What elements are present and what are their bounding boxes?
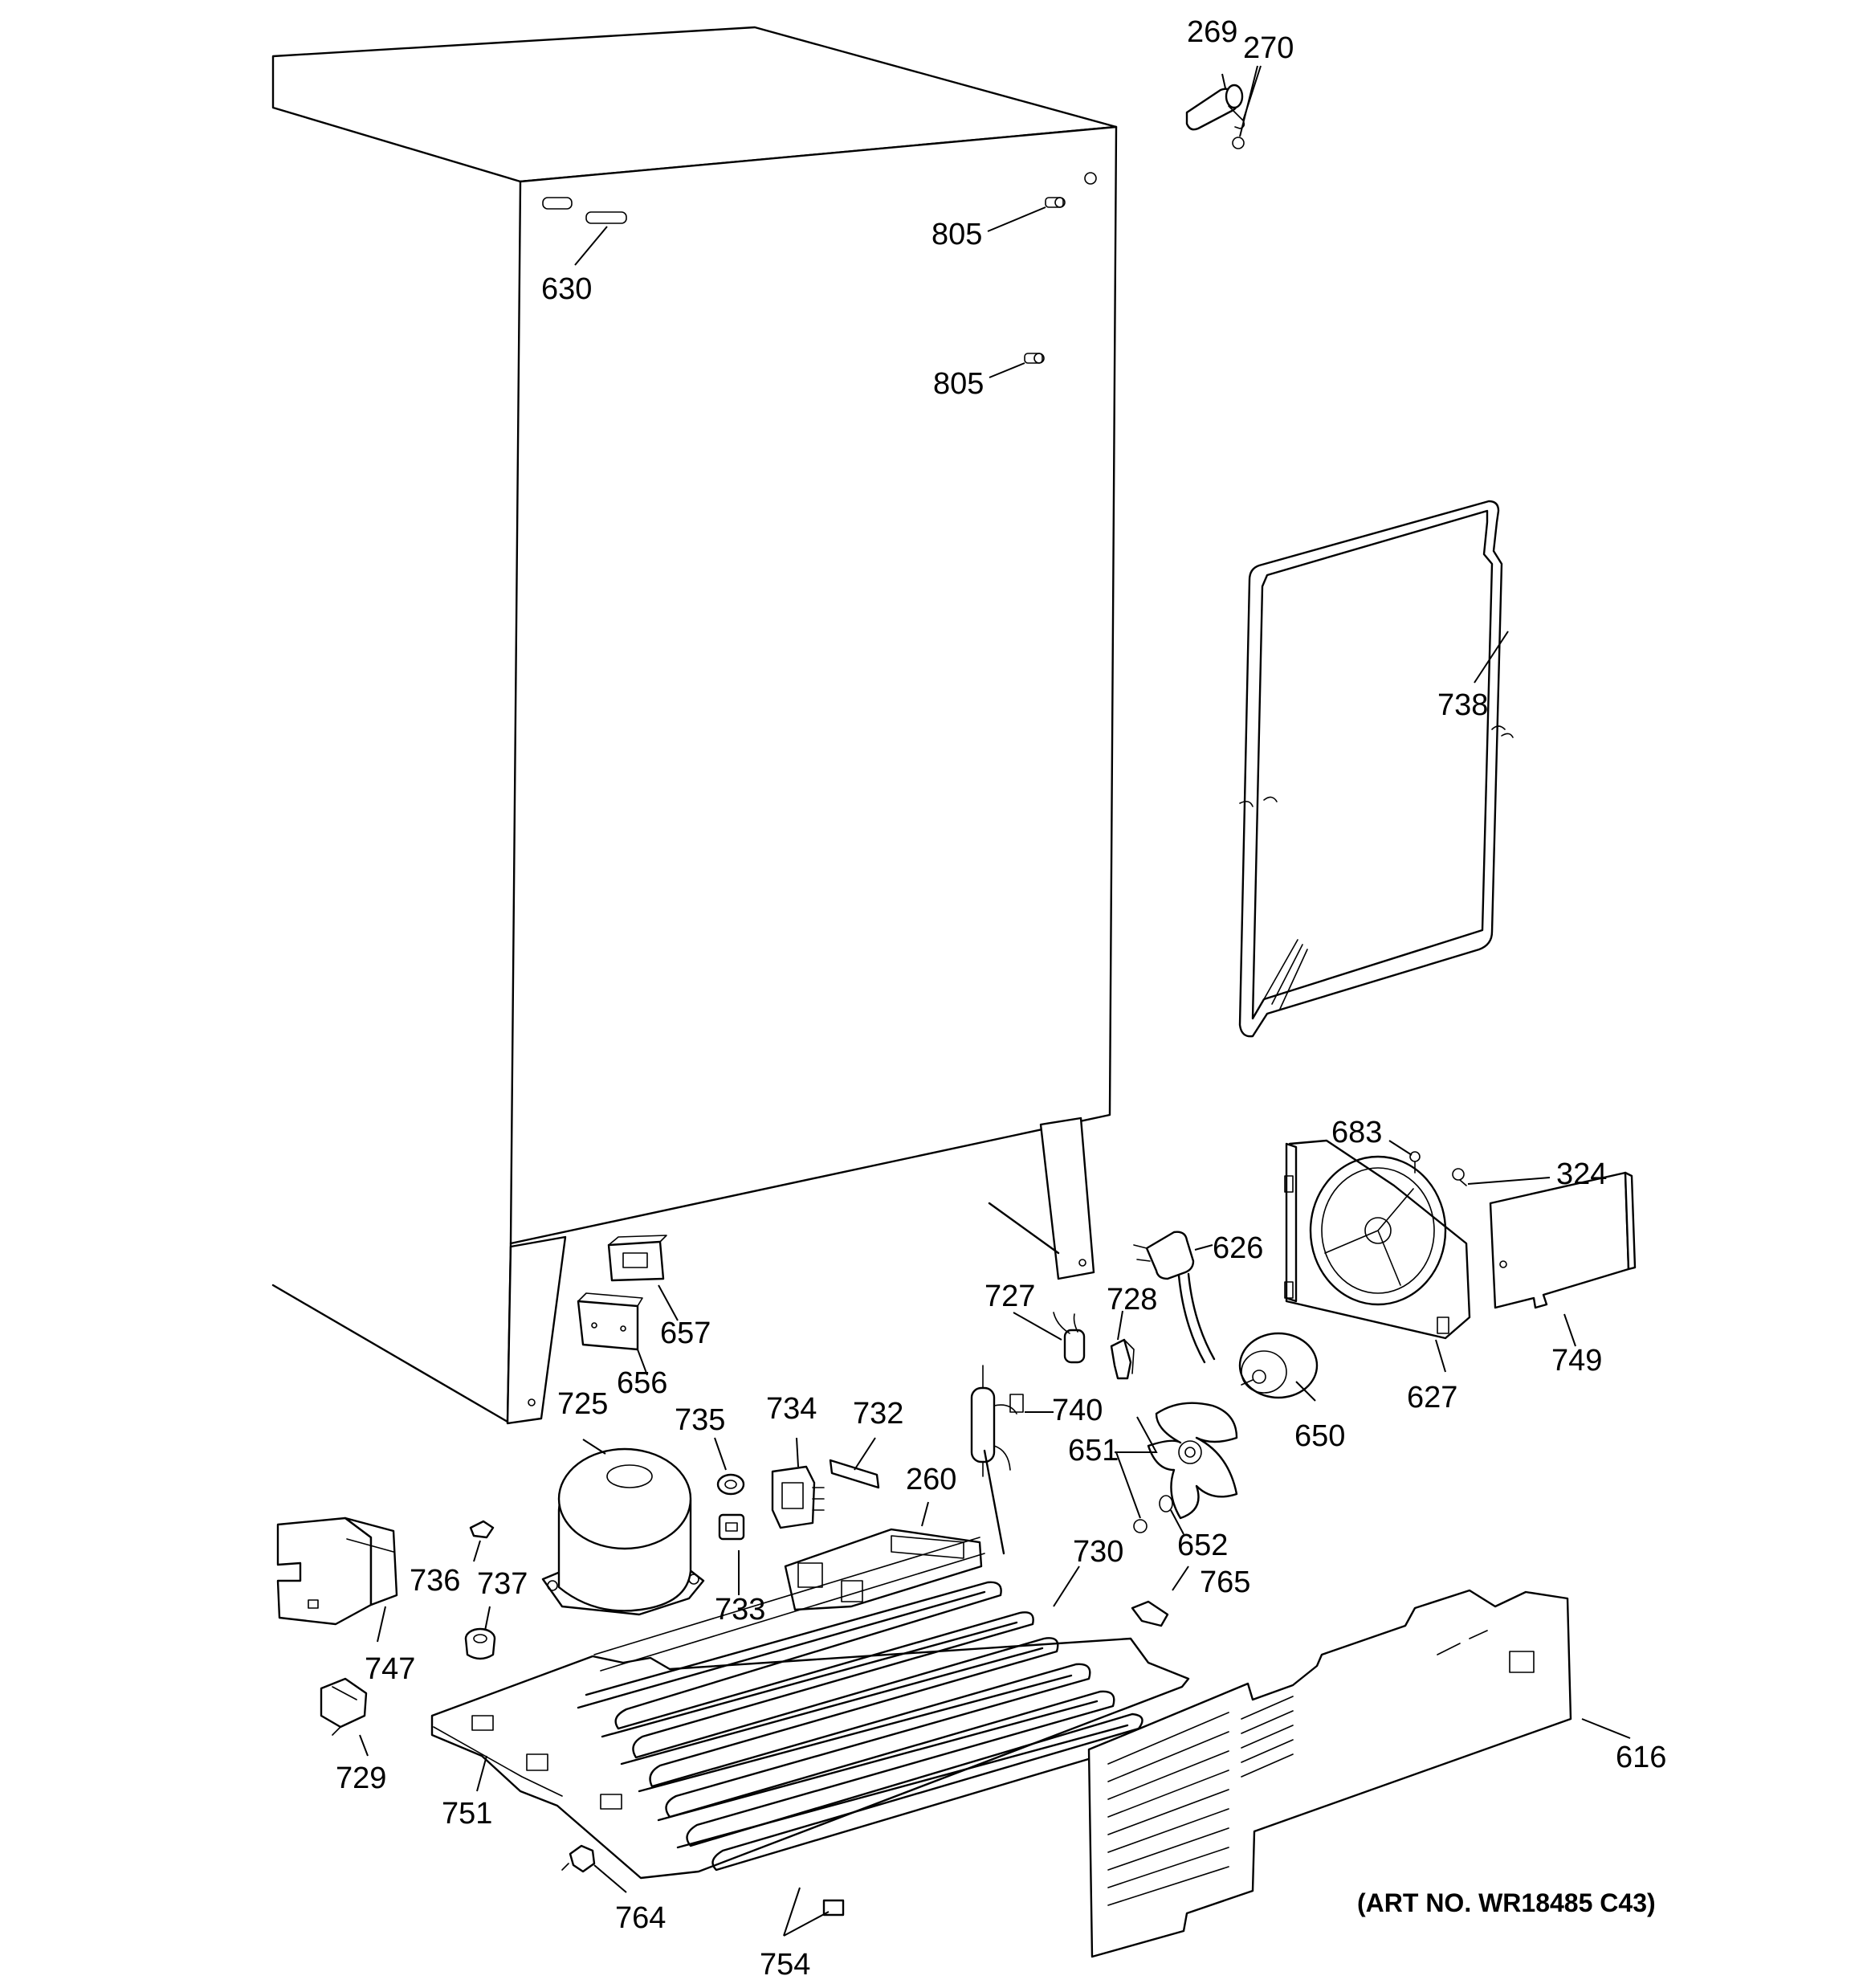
bracket-657 (607, 1235, 667, 1282)
condenser-730 (577, 1449, 1155, 1872)
part-label-656: 656 (617, 1366, 667, 1400)
screw-805-lower (1024, 353, 1045, 364)
screw-805-upper (1045, 197, 1066, 208)
part-label-805-lower: 805 (933, 367, 984, 401)
drain-pan-260 (784, 1528, 983, 1611)
fitting-269 (1185, 84, 1245, 149)
part-label-730: 730 (1073, 1535, 1123, 1569)
part-label-651: 651 (1068, 1434, 1119, 1468)
part-label-324: 324 (1556, 1157, 1607, 1191)
overload-733 (718, 1513, 745, 1541)
part-label-260: 260 (906, 1463, 956, 1496)
part-label-736: 736 (410, 1564, 460, 1598)
part-label-616: 616 (1616, 1741, 1666, 1774)
fan-shroud-627 (1284, 1139, 1471, 1340)
clamp-764 (561, 1844, 596, 1873)
part-label-627: 627 (1407, 1381, 1457, 1414)
leader-lines (359, 65, 1631, 1937)
part-label-729: 729 (336, 1761, 386, 1795)
pad-754 (822, 1899, 845, 1917)
part-label-805-upper: 805 (932, 218, 982, 251)
grommet-735 (716, 1473, 745, 1496)
part-label-764: 764 (615, 1901, 666, 1935)
part-number-labels: 269 270 805 630 805 738 683 324 626 727 … (336, 15, 1666, 1982)
grommet-736 (469, 1520, 495, 1539)
part-label-683: 683 (1331, 1116, 1382, 1149)
drier-740 (970, 1365, 1024, 1477)
grommet-737 (464, 1627, 496, 1660)
fan-motor-650 (1238, 1332, 1319, 1399)
part-label-733: 733 (715, 1593, 765, 1627)
part-label-725: 725 (557, 1387, 608, 1421)
fan-blade-651 (1133, 1402, 1238, 1533)
part-label-765: 765 (1200, 1565, 1250, 1599)
part-label-727: 727 (984, 1280, 1035, 1313)
cover-747 (276, 1517, 398, 1626)
part-label-749: 749 (1551, 1344, 1602, 1378)
capacitor-729 (320, 1677, 368, 1736)
part-label-734: 734 (766, 1392, 817, 1426)
part-label-754: 754 (760, 1948, 810, 1982)
valve-727 (1053, 1312, 1086, 1364)
compressor-725 (541, 1447, 705, 1616)
refrigerator-cabinet (271, 26, 1118, 1425)
grille-616 (1087, 1589, 1572, 1958)
part-label-732: 732 (853, 1397, 903, 1431)
part-label-270: 270 (1243, 31, 1294, 65)
part-label-652: 652 (1177, 1529, 1228, 1562)
part-label-269: 269 (1187, 15, 1237, 49)
part-label-737: 737 (477, 1567, 528, 1601)
part-label-740: 740 (1052, 1394, 1103, 1427)
part-label-626: 626 (1213, 1231, 1263, 1265)
part-label-738: 738 (1437, 688, 1488, 722)
bracket-656 (577, 1292, 643, 1351)
part-label-751: 751 (442, 1797, 492, 1831)
clip-732 (829, 1459, 880, 1489)
power-cord-626 (1133, 1231, 1216, 1364)
cover-749 (1489, 1171, 1637, 1309)
part-label-657: 657 (660, 1316, 711, 1350)
art-number-caption: (ART NO. WR18485 C43) (1357, 1888, 1656, 1917)
part-label-728: 728 (1107, 1283, 1157, 1316)
part-label-650: 650 (1294, 1419, 1345, 1453)
part-label-747: 747 (365, 1652, 415, 1686)
relay-734 (771, 1465, 825, 1529)
clamp-765 (1131, 1600, 1169, 1627)
heater-loop-738 (1238, 500, 1514, 1038)
part-label-735: 735 (675, 1403, 725, 1437)
part-label-630: 630 (541, 272, 592, 306)
clamp-728 (1110, 1338, 1135, 1380)
